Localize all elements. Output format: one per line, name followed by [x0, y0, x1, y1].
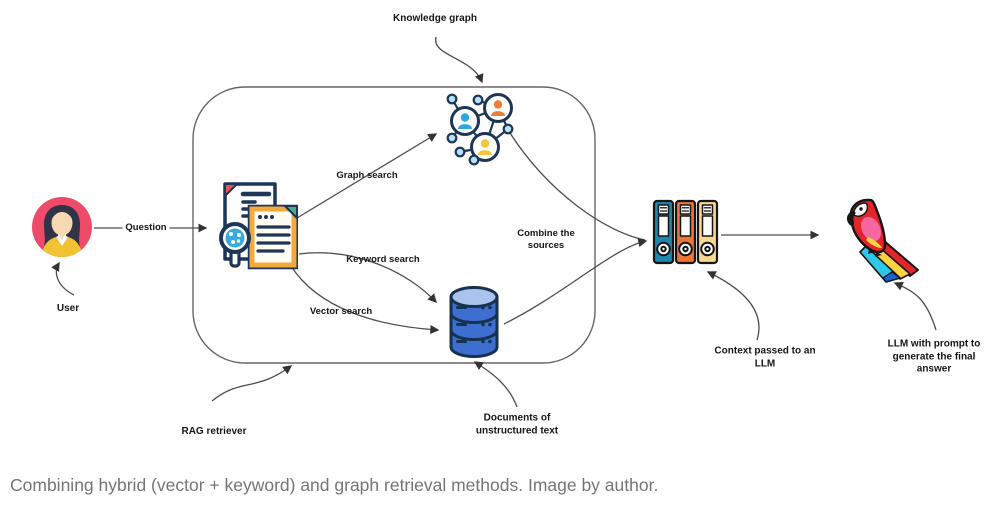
keyword-search-label: Keyword search: [346, 254, 420, 266]
combine-top-curve: [509, 132, 646, 241]
vector-search-arrow: [290, 265, 440, 335]
rag-retriever-label: RAG retriever: [181, 425, 247, 437]
llm-prompt-pointer: [893, 282, 937, 331]
keyword-search-arrow: [298, 252, 437, 303]
vector-search-label: Vector search: [309, 306, 373, 318]
documents-pointer: [473, 361, 518, 408]
documents-magnifier-icon: [210, 181, 299, 273]
knowledge-graph-label: Knowledge graph: [393, 12, 477, 24]
image-caption: Combining hybrid (vector + keyword) and …: [10, 475, 659, 495]
combine-bottom-curve: [503, 238, 648, 325]
context-llm-label: Context passed to an LLM: [714, 345, 816, 370]
user-label: User: [56, 302, 80, 314]
rag-retriever-box: [192, 86, 596, 364]
database-cylinder-icon: [446, 286, 502, 360]
parrot-icon: [838, 194, 930, 286]
ring-binders-icon: [652, 199, 719, 266]
user-avatar-icon: [31, 196, 93, 258]
question-label: Question: [122, 222, 170, 234]
rag-retriever-pointer: [211, 365, 293, 402]
llm-prompt-label: LLM with prompt to generate the final an…: [887, 338, 981, 375]
user-pointer: [51, 261, 75, 296]
graph-search-arrow: [296, 133, 438, 219]
people-network-icon: [438, 86, 528, 168]
knowledge-graph-pointer: [435, 36, 484, 84]
combine-sources-label: Combine the sources: [517, 228, 575, 251]
graph-search-label: Graph search: [336, 170, 398, 182]
context-pointer: [706, 271, 760, 341]
documents-label: Documents of unstructured text: [475, 412, 559, 437]
